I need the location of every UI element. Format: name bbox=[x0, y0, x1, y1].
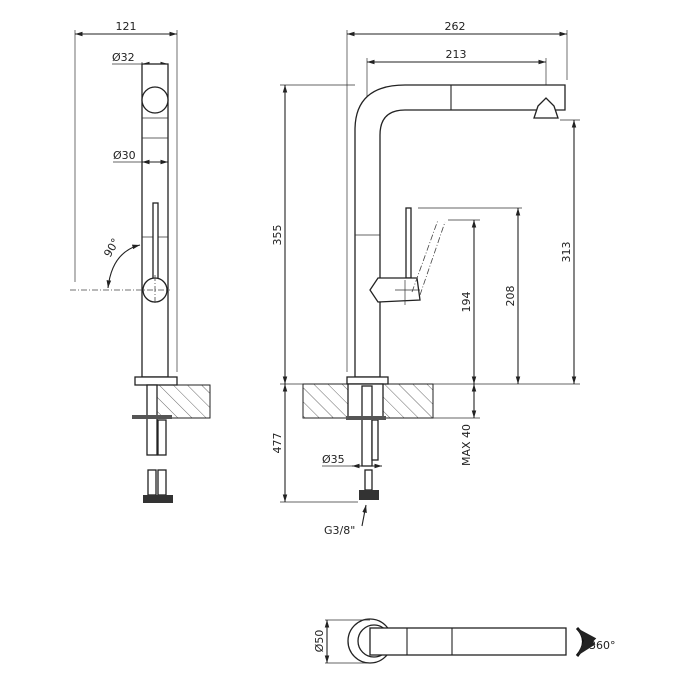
spout-top bbox=[369, 627, 567, 656]
lever-height-label: 194 bbox=[460, 292, 473, 313]
top-base-diameter-label: Ø50 bbox=[313, 630, 326, 653]
nozzle bbox=[533, 97, 559, 119]
overall-reach-label: 262 bbox=[445, 20, 466, 33]
lever-rod bbox=[405, 207, 412, 279]
countertop-section bbox=[156, 384, 211, 419]
base-plate bbox=[134, 376, 178, 386]
spout-head bbox=[141, 86, 169, 114]
connector bbox=[359, 490, 379, 500]
base-diameter-label: Ø35 bbox=[322, 453, 345, 466]
body-diameter-label: Ø30 bbox=[113, 149, 136, 162]
max-thickness-label: MAX 40 bbox=[460, 424, 473, 466]
side-view: 121 Ø32 Ø30 90° bbox=[70, 20, 211, 503]
lever-rod bbox=[152, 202, 159, 289]
total-height-label: 355 bbox=[271, 225, 284, 246]
spout-body bbox=[354, 84, 566, 378]
connection-label: G3/8" bbox=[324, 524, 355, 537]
rotation-arrow-icon bbox=[575, 626, 597, 657]
front-view: 262 213 355 477 bbox=[271, 20, 580, 537]
spout-height-label: 313 bbox=[560, 242, 573, 263]
rotation-label: 360° bbox=[589, 639, 616, 652]
top-view: Ø50 360° bbox=[313, 618, 616, 664]
lever-top-label: 208 bbox=[504, 286, 517, 307]
spout-reach-label: 213 bbox=[446, 48, 467, 61]
width-label: 121 bbox=[116, 20, 137, 33]
lever-angle-label: 90° bbox=[101, 236, 122, 259]
angle-arc bbox=[106, 244, 141, 289]
base-plate bbox=[346, 376, 389, 385]
top-diameter-label: Ø32 bbox=[112, 51, 135, 64]
below-counter-label: 477 bbox=[271, 433, 284, 454]
